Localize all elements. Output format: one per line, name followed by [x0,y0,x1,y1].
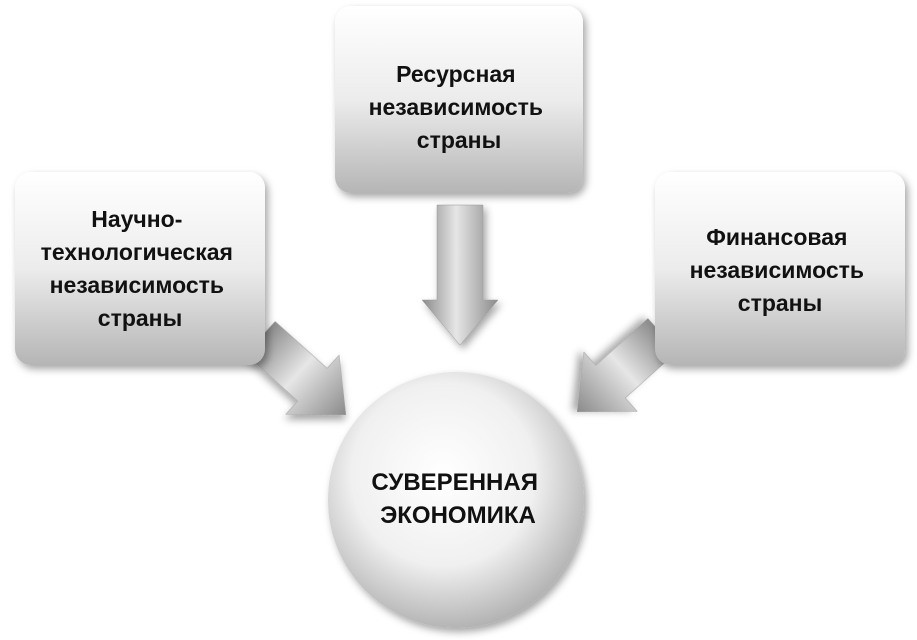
svg-text:Научно- технологическая: Научно- технологическая независимость ст… [41,206,240,331]
svg-text:Ресурсная независимость: Ресурсная независимость страны [369,61,550,153]
box-line: Финансовая [706,224,847,250]
box-line: страны [738,290,822,316]
box-scitech-independence: Научно- технологическая независимость ст… [15,172,265,365]
box-financial-independence: Финансовая независимость страны [655,172,905,365]
box-resource-independence: Ресурсная независимость страны [335,6,583,193]
box-line: страны [98,305,182,331]
arrow-right [576,318,678,413]
center-line: ЭКОНОМИКА [380,502,536,529]
box-line: страны [417,127,501,153]
center-line: СУВЕРЕННАЯ [371,469,538,496]
center-sovereign-economy: СУВЕРЕННАЯ ЭКОНОМИКА [328,372,584,628]
arrow-top [421,204,499,346]
box-line: независимость [369,94,543,120]
box-line: независимость [690,257,864,283]
box-line: Научно- [91,206,182,232]
svg-text:СУВЕРЕННАЯ ЭКОНОМИКА: СУВЕРЕННАЯ ЭКОНОМИКА [371,469,544,529]
box-line: Ресурсная [396,61,515,87]
box-line: технологическая [41,239,233,265]
svg-text:Финансовая независимость: Финансовая независимость страны [690,224,871,316]
box-line: независимость [50,272,224,298]
